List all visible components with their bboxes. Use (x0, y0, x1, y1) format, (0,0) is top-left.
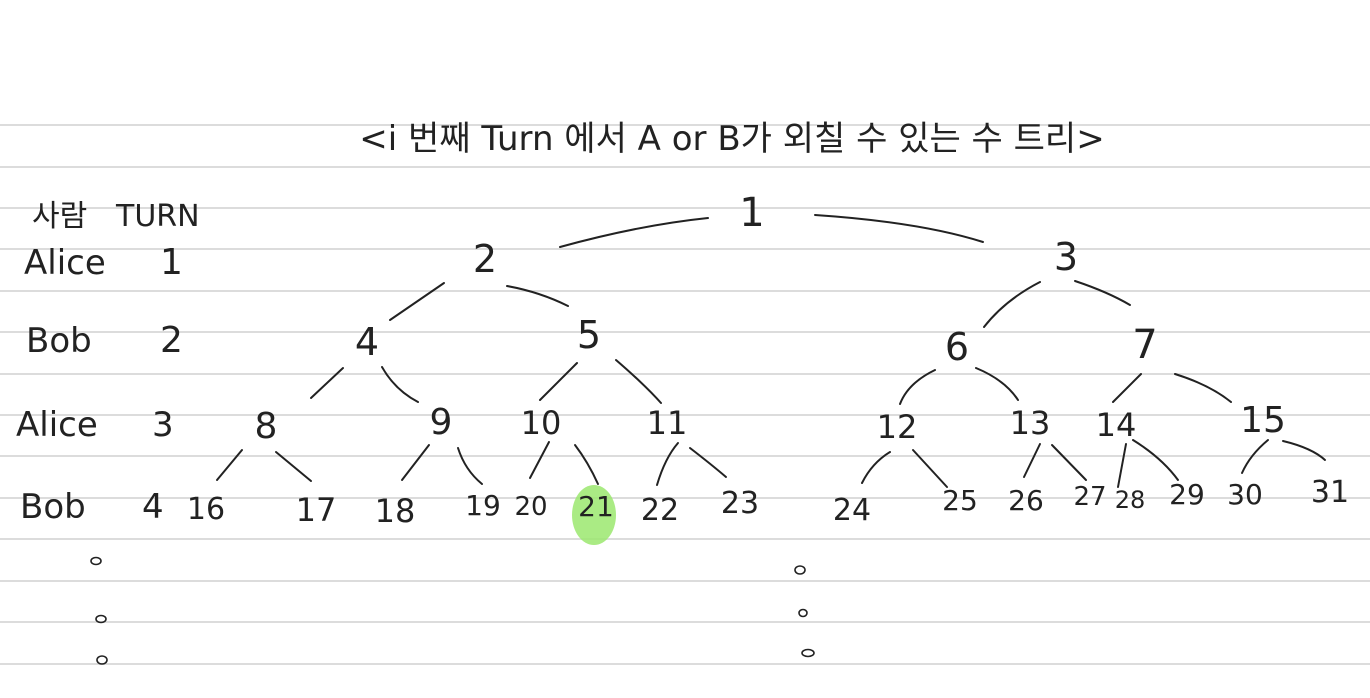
tree-node: 9 (430, 402, 453, 443)
continuation-dot (96, 655, 108, 665)
page-title: <i 번째 Turn 에서 A or B가 외칠 수 있는 수 트리> (359, 119, 1104, 159)
tree-node: 18 (375, 492, 416, 530)
table-row-person: Alice (24, 243, 106, 283)
tree-node: 5 (577, 313, 601, 357)
tree-node: 14 (1096, 406, 1137, 444)
tree-edge (912, 449, 948, 488)
table-row-person: Alice (16, 405, 98, 445)
tree-node: 11 (647, 404, 688, 442)
tree-node: 8 (255, 406, 278, 447)
ruled-line (0, 166, 1370, 168)
tree-node: 17 (296, 491, 337, 529)
tree-node: 13 (1010, 404, 1051, 442)
tree-node: 2 (473, 237, 497, 281)
tree-node: 20 (514, 492, 547, 522)
ruled-line (0, 207, 1370, 209)
tree-node: 27 (1073, 482, 1106, 512)
tree-edge (401, 444, 430, 481)
tree-edge (1174, 373, 1232, 403)
tree-node: 30 (1227, 478, 1263, 511)
tree-edge (814, 214, 984, 243)
ruled-line (0, 621, 1370, 623)
tree-edge (529, 441, 550, 479)
tree-edge (983, 281, 1041, 328)
tree-edge (899, 369, 936, 405)
ruled-line (0, 663, 1370, 665)
table-row-turn: 3 (152, 405, 174, 445)
continuation-dot (95, 614, 107, 624)
table-row-person: Bob (20, 487, 86, 527)
tree-node: 22 (641, 493, 679, 528)
table-header-person: 사람 (32, 199, 87, 234)
tree-edge (1074, 280, 1131, 306)
tree-node: 1 (739, 190, 764, 236)
tree-node: 12 (877, 408, 918, 446)
ruled-line (0, 248, 1370, 250)
table-row-turn: 1 (160, 242, 183, 283)
tree-node: 28 (1115, 486, 1146, 514)
tree-edge (1112, 373, 1142, 403)
ruled-line (0, 373, 1370, 375)
tree-node: 25 (942, 484, 978, 517)
tree-node: 10 (521, 404, 562, 442)
table-row-turn: 4 (142, 487, 164, 527)
tree-node: 3 (1054, 235, 1078, 279)
continuation-dot (798, 608, 808, 618)
tree-edge (1117, 443, 1127, 488)
tree-edge (389, 282, 445, 321)
tree-edges (216, 214, 1326, 488)
ruled-line (0, 455, 1370, 457)
tree-node: 24 (833, 493, 871, 528)
tree-node: 16 (187, 492, 225, 527)
ruled-line (0, 414, 1370, 416)
tree-edge (381, 366, 419, 403)
table-row-person: Bob (26, 321, 92, 361)
tree-edge (861, 451, 891, 484)
ruled-line (0, 497, 1370, 499)
tree-edge (1241, 439, 1269, 474)
tree-edge (457, 447, 483, 485)
tree-edge (975, 367, 1019, 401)
continuation-dot (801, 648, 815, 658)
tree-node: 4 (355, 320, 379, 364)
table-row-turn: 2 (160, 320, 183, 361)
ruled-line (0, 124, 1370, 126)
tree-node: 29 (1169, 478, 1205, 511)
tree-edge (275, 451, 312, 482)
tree-edge (310, 367, 344, 399)
tree-nodes: 1 2 3 4 5 6 7 8 9 10 11 12 13 14 15 16 1… (187, 190, 1349, 530)
tree-edge (615, 359, 662, 404)
tree-node: 6 (945, 325, 969, 369)
tree-edge (559, 217, 709, 248)
tree-node: 7 (1132, 322, 1157, 368)
ruled-line (0, 290, 1370, 292)
tree-node: 26 (1008, 484, 1044, 517)
tree-edge (689, 447, 727, 478)
tree-edge (539, 362, 578, 401)
tree-edge (656, 442, 679, 486)
table-header-turn: TURN (115, 199, 200, 234)
continuation-dot (90, 556, 102, 566)
tree-edge (1282, 440, 1326, 461)
tree-node: 31 (1311, 475, 1349, 510)
tree-node-highlighted: 21 (578, 490, 614, 523)
tree-node: 19 (465, 489, 501, 522)
tree-edge (574, 444, 599, 485)
tree-edge (506, 285, 569, 307)
tree-node: 23 (721, 486, 759, 521)
ruled-line (0, 331, 1370, 333)
ruled-line (0, 580, 1370, 582)
tree-edge (1023, 443, 1041, 478)
ruled-line (0, 538, 1370, 540)
tree-edge (1051, 444, 1087, 481)
tree-node: 15 (1240, 400, 1286, 441)
highlight-marker (572, 485, 616, 545)
tree-edge (216, 449, 243, 481)
tree-edge (1132, 439, 1179, 481)
continuation-dot (794, 565, 806, 575)
